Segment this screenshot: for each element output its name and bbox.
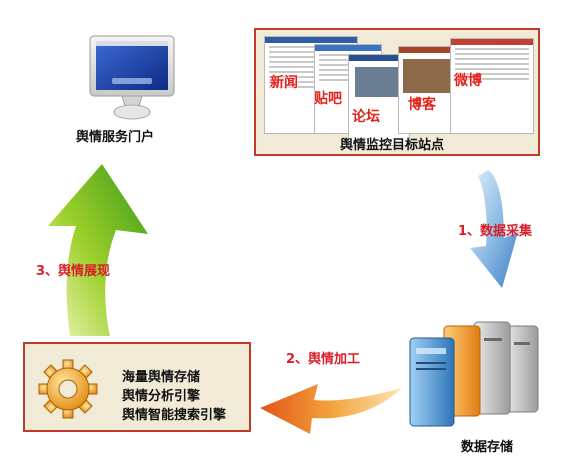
target-sites-label: 舆情监控目标站点 [340, 138, 445, 153]
storage-label: 数据存储 [461, 440, 514, 455]
processing-line-storage: 海量舆情存储 [122, 370, 201, 385]
site-tag-news: 新闻 [270, 75, 298, 91]
portal-computer [82, 32, 182, 122]
target-sites-panel: 新闻 贴吧 论坛 博客 微博 …… 舆情监控目标站点 [254, 28, 540, 156]
processing-line-analysis: 舆情分析引擎 [122, 389, 201, 404]
site-tag-tieba: 贴吧 [314, 91, 342, 107]
portal-label: 舆情服务门户 [76, 130, 155, 145]
display-arrow-icon [48, 164, 148, 336]
collect-arrow-icon [470, 170, 518, 288]
site-tag-weibo: 微博 [454, 73, 482, 89]
site-tag-blog: 博客 [408, 97, 436, 113]
step-collect-label: 1、数据采集 [458, 224, 533, 239]
step-display-label: 3、舆情展现 [36, 264, 111, 279]
gear-icon [38, 359, 98, 419]
monitor-icon [89, 35, 175, 120]
more-sites-ellipsis: …… [496, 34, 518, 47]
processing-line-search: 舆情智能搜索引擎 [122, 408, 227, 423]
site-tag-forum: 论坛 [352, 109, 380, 125]
site-screenshot-weibo [450, 38, 534, 134]
step-process-label: 2、舆情加工 [286, 352, 361, 367]
process-arrow-icon [260, 384, 402, 434]
processing-panel: 海量舆情存储 舆情分析引擎 舆情智能搜索引擎 [23, 342, 251, 432]
servers-icon [409, 321, 539, 427]
